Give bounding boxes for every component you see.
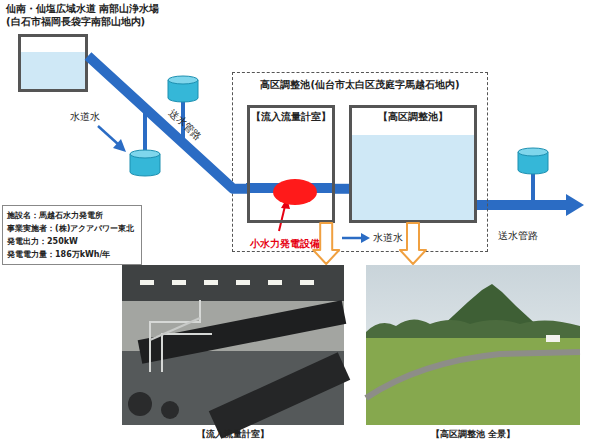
water-pipe (335, 188, 349, 189)
info-line: 事業実施者：(株)アクアパワー東北 (7, 222, 137, 235)
photo-railing (150, 300, 200, 372)
photo-stairs (150, 318, 200, 340)
tank-top (518, 148, 548, 156)
ceiling-light (172, 280, 186, 285)
photo-sky (366, 265, 580, 425)
reservoir-box: 仙南・仙塩広域水道 南部山浄水場 (白石市福岡長袋字南部山地内) (18, 34, 88, 92)
flow-arrowhead (113, 139, 126, 152)
photo-floor (122, 351, 344, 425)
info-line: 発電出力：250kW (7, 235, 137, 248)
photo-ceiling (122, 265, 344, 301)
photo-valve (161, 401, 179, 419)
tank-top (130, 150, 160, 158)
tank-top (168, 76, 198, 84)
photo-frame: 【高区調整池 全景】 (366, 265, 580, 425)
callout-text: 小水力発電設備 (222, 237, 348, 251)
edge-label: 送水管路 (166, 106, 205, 143)
area-heading: 高区調整池(仙台市太白区茂庭字馬越石地内) (233, 78, 487, 92)
generator-ellipse: 小水力発電設備 (272, 178, 318, 206)
pipe-line (88, 56, 247, 189)
hollow-arrow (313, 223, 339, 264)
ceiling-light (236, 280, 250, 285)
flow-label: 水道水 (373, 231, 403, 245)
pipe-line (335, 184, 349, 194)
room-title: 【高区調整池】 (342, 111, 484, 124)
exit-arrowhead (566, 194, 584, 216)
meter-room-box: 【流入流量計室】小水力発電設備 (247, 105, 335, 223)
water-pipe (88, 56, 247, 189)
pointer-arrow (279, 206, 285, 231)
water-tank (518, 148, 548, 202)
generator-shape (273, 179, 317, 205)
site-boundary: 高区調整池(仙台市太白区茂庭字馬越石地内)【流入流量計室】小水力発電設備【高区調… (232, 72, 488, 252)
photo-wall (122, 301, 344, 351)
info-line: 発電電力量：186万kWh/年 (7, 248, 137, 261)
site-heading: 仙南・仙塩広域水道 南部山浄水場 (白石市福岡長袋字南部山地内) (6, 2, 191, 28)
pond-box: 【高区調整池】 (349, 105, 477, 223)
ellipse-outline (272, 178, 318, 206)
room-title: 【流入流量計室】 (240, 111, 342, 124)
photo-valve (128, 392, 152, 416)
photo-building (546, 335, 560, 342)
pond-photo (366, 265, 580, 425)
photo-frame: 【流入流量計室】 (122, 265, 344, 425)
flow-arrow (98, 126, 119, 145)
tank-stem (143, 108, 147, 152)
photo-field (366, 338, 580, 425)
tank-stem (181, 100, 185, 143)
photo-arrow (400, 223, 426, 264)
ceiling-light (204, 280, 218, 285)
flow-arrowhead (361, 233, 370, 243)
ceiling-light (268, 280, 282, 285)
photo-caption: 【流入流量計室】 (102, 428, 364, 441)
ceiling-light (140, 280, 154, 285)
water-tank (168, 76, 198, 143)
hollow-arrow (400, 223, 426, 264)
water-tank (130, 108, 160, 176)
tank-stem (531, 172, 535, 202)
photo-arrow (313, 223, 339, 264)
flow-label: 水道水 (70, 110, 100, 124)
photo-caption: 【高区調整池 全景】 (346, 428, 595, 441)
ceiling-light (300, 280, 314, 285)
photo-background (122, 265, 344, 425)
photo-railing (162, 334, 212, 372)
info-line: 施設名：馬越石水力発電所 (7, 209, 137, 222)
photo-pipe (140, 312, 344, 352)
meter-room-photo (122, 265, 344, 425)
photo-pipe (215, 366, 344, 425)
pipe-label: 送水管路 (498, 229, 538, 243)
photo-path (366, 352, 580, 398)
flow-arrow (342, 237, 362, 240)
info-box: 施設名：馬越石水力発電所事業実施者：(株)アクアパワー東北発電出力：250kW発… (2, 205, 142, 265)
